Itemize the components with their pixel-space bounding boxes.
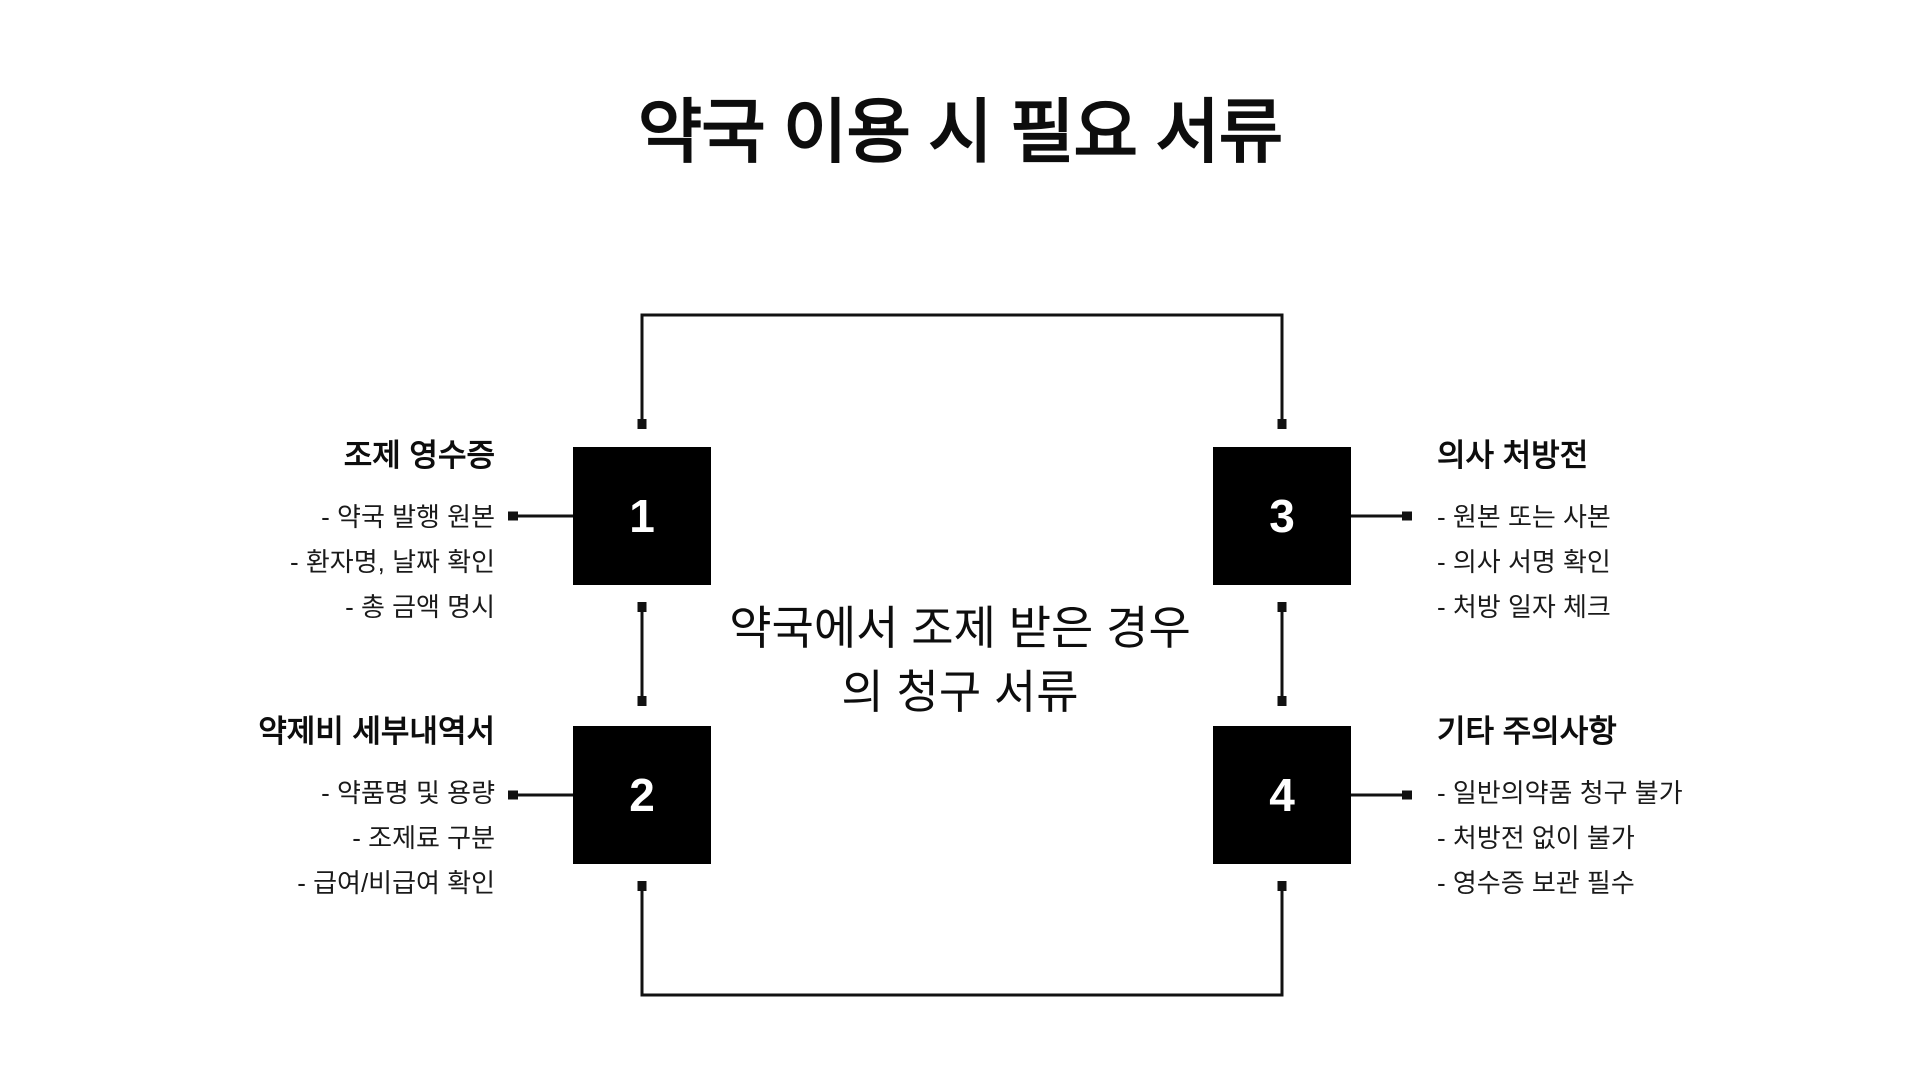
page-title: 약국 이용 시 필요 서류 (637, 93, 1283, 171)
center-note: 약국에서 조제 받은 경우 의 청구 서류 (660, 596, 1260, 724)
bullet-item: - 조제료 구분 (352, 823, 495, 853)
node-3-label-group: 의사 처방전 - 원본 또는 사본 - 의사 서명 확인 - 처방 일자 체크 (1437, 436, 1611, 630)
center-note-line-2: 의 청구 서류 (841, 666, 1079, 718)
bullet-item: - 급여/비급여 확인 (297, 868, 495, 898)
step-box-2: 2 (573, 726, 711, 864)
node-2-bullets: - 약품명 및 용량 - 조제료 구분 - 급여/비급여 확인 (258, 771, 495, 906)
node-1-pointer (508, 511, 573, 521)
bullet-item: - 총 금액 명시 (345, 592, 495, 622)
bullet-item: - 원본 또는 사본 (1437, 502, 1611, 532)
step-number-2: 2 (629, 769, 655, 821)
node-2-title: 약제비 세부내역서 (258, 714, 495, 749)
node-4-label-group: 기타 주의사항 - 일반의약품 청구 불가 - 처방전 없이 불가 - 영수증 … (1437, 712, 1683, 906)
node-3-title: 의사 처방전 (1437, 438, 1589, 473)
bullet-item: - 처방 일자 체크 (1437, 592, 1611, 622)
bullet-item: - 약품명 및 용량 (321, 778, 495, 808)
step-box-1: 1 (573, 447, 711, 585)
node-3-pointer (1351, 511, 1412, 521)
bullet-item: - 영수증 보관 필수 (1437, 868, 1635, 898)
node-2-pointer (508, 790, 573, 800)
bullet-item: - 환자명, 날짜 확인 (290, 547, 495, 577)
node-1-title: 조제 영수증 (343, 438, 495, 473)
bullet-item: - 약국 발행 원본 (321, 502, 495, 532)
node-4-pointer (1351, 790, 1412, 800)
bullet-item: - 의사 서명 확인 (1437, 547, 1611, 577)
bullet-item: - 일반의약품 청구 불가 (1437, 778, 1683, 808)
node-1-label-group: 조제 영수증 - 약국 발행 원본 - 환자명, 날짜 확인 - 총 금액 명시 (290, 436, 495, 630)
step-number-1: 1 (629, 490, 655, 542)
node-2-label-group: 약제비 세부내역서 - 약품명 및 용량 - 조제료 구분 - 급여/비급여 확… (258, 712, 495, 906)
node-1-bullets: - 약국 발행 원본 - 환자명, 날짜 확인 - 총 금액 명시 (290, 495, 495, 630)
center-note-line-1: 약국에서 조제 받은 경우 (729, 602, 1191, 654)
node-3-bullets: - 원본 또는 사본 - 의사 서명 확인 - 처방 일자 체크 (1437, 495, 1611, 630)
bullet-item: - 처방전 없이 불가 (1437, 823, 1635, 853)
bottom-bracket-connector (637, 881, 1287, 997)
step-box-4: 4 (1213, 726, 1351, 864)
step-number-3: 3 (1269, 490, 1295, 542)
right-vertical-connector (1277, 602, 1287, 706)
node-4-bullets: - 일반의약품 청구 불가 - 처방전 없이 불가 - 영수증 보관 필수 (1437, 771, 1683, 906)
step-number-4: 4 (1269, 769, 1295, 821)
left-vertical-connector (637, 602, 647, 706)
top-bracket-connector (637, 313, 1287, 429)
step-box-3: 3 (1213, 447, 1351, 585)
node-4-title: 기타 주의사항 (1437, 714, 1617, 749)
